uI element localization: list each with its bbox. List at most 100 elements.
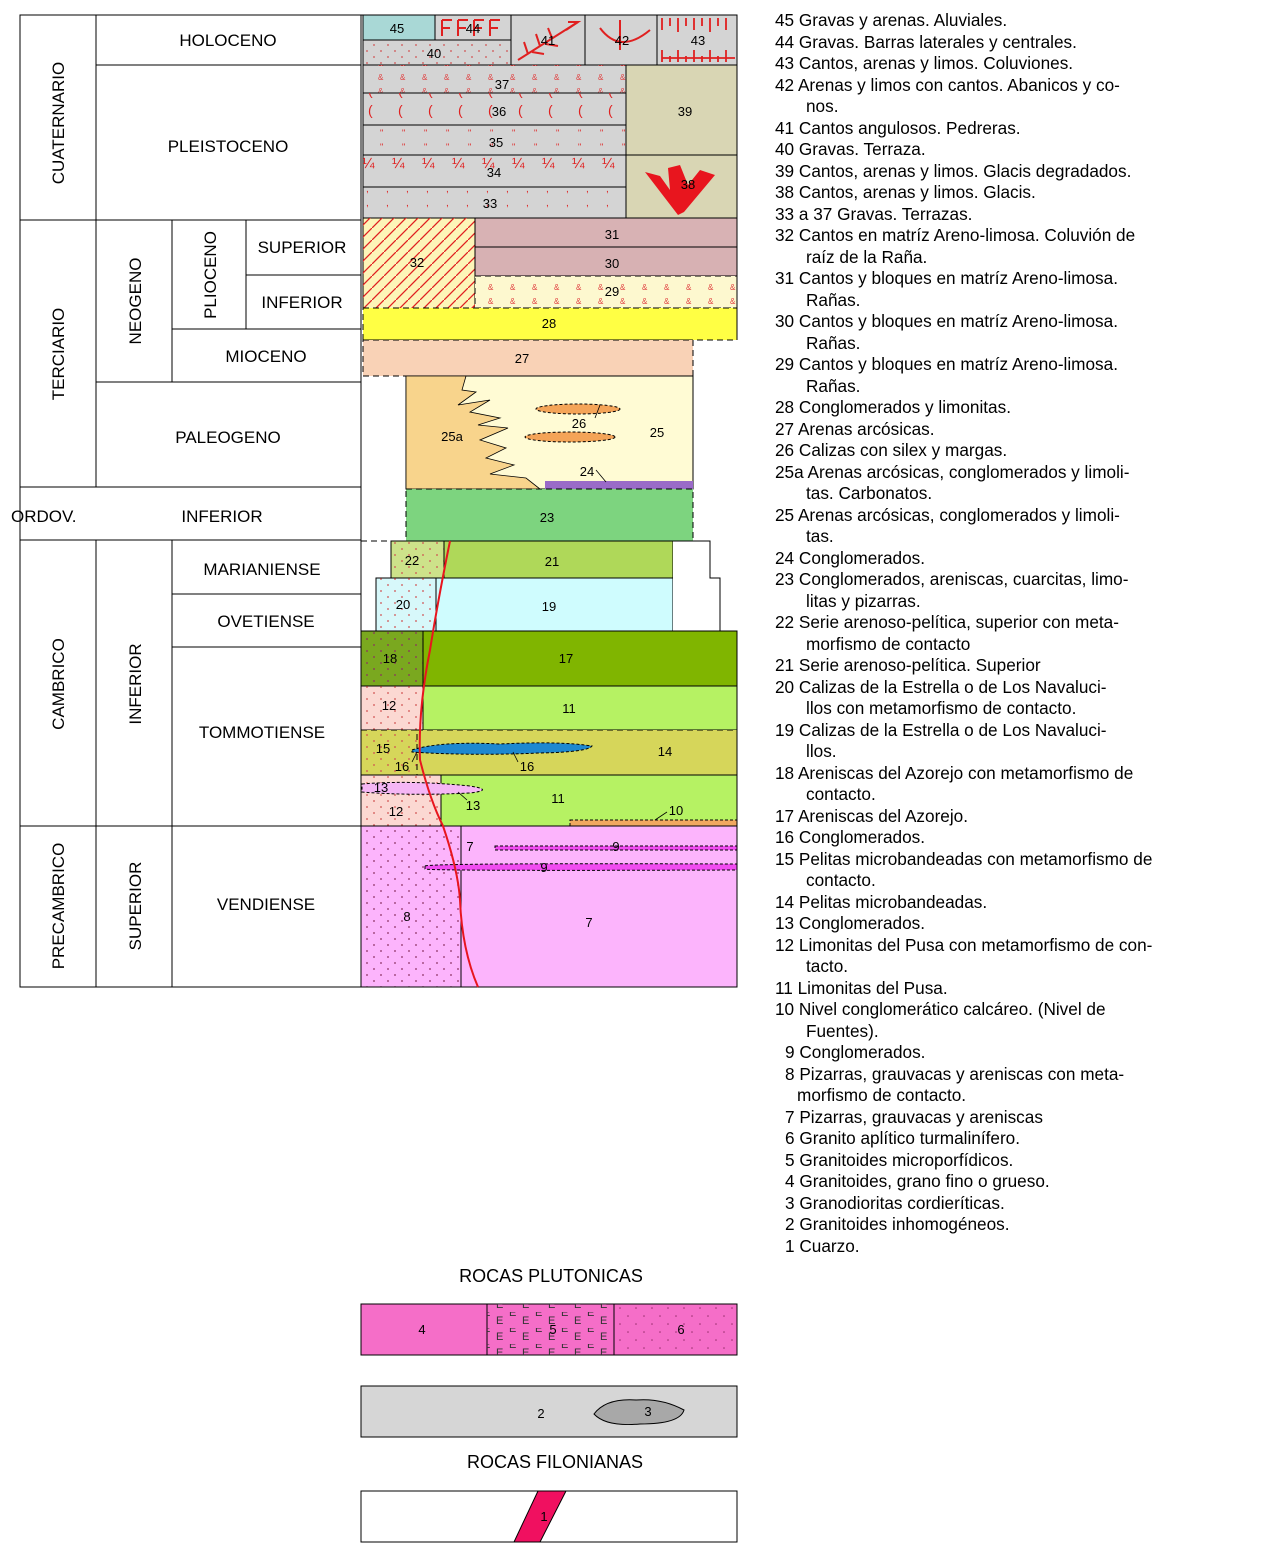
period-ordovicico-inferior: INFERIOR bbox=[181, 507, 262, 526]
legend-item-text: Conglomerados. bbox=[798, 827, 926, 847]
legend-item-text: Gravas y arenas. Aluviales. bbox=[798, 10, 1008, 30]
era-ordovicico: ORDOV. bbox=[11, 507, 77, 526]
legend-item-number: 13 bbox=[775, 913, 795, 933]
legend-item-text: Gravas. Barras laterales y centrales. bbox=[798, 31, 1077, 52]
era-cambrico: CAMBRICO bbox=[49, 638, 68, 730]
legend-item-number: 25 bbox=[775, 504, 795, 525]
legend-item-number: 14 bbox=[775, 891, 795, 912]
legend-item-continuation: llos. bbox=[806, 741, 837, 761]
legend-item: 23 Conglomerados, areniscas, cuarcitas, … bbox=[775, 569, 1265, 591]
legend-item-text: Conglomerados. bbox=[799, 1042, 926, 1062]
legend-item-text: Arenas arcósicas, conglomerados y limoli… bbox=[797, 504, 1120, 525]
legend-item: 17 Areniscas del Azorejo. bbox=[775, 806, 1265, 828]
label-2: 2 bbox=[537, 1406, 544, 1421]
legend-item: 12 Limonitas del Pusa con metamorfismo d… bbox=[775, 935, 1265, 957]
label-16-left: 16 bbox=[395, 759, 409, 774]
legend-item-number: 18 bbox=[775, 762, 795, 783]
label-44: 44 bbox=[466, 21, 480, 36]
period-pleistoceno: PLEISTOCENO bbox=[168, 137, 289, 156]
legend-item-text: Calizas con silex y margas. bbox=[798, 440, 1008, 460]
legend-item: 2 Granitoides inhomogéneos. bbox=[775, 1214, 1265, 1236]
legend-item-text: Conglomerados, areniscas, cuarcitas, lim… bbox=[798, 569, 1129, 589]
legend-item-number: 3 bbox=[785, 1192, 795, 1213]
intrusive-contact-line bbox=[418, 540, 479, 988]
label-11-lower: 11 bbox=[551, 791, 565, 806]
label-25: 25 bbox=[650, 425, 664, 440]
legend-item: 1 Cuarzo. bbox=[775, 1236, 1265, 1258]
unit-11-upper bbox=[422, 685, 738, 731]
legend-item-continuation: contacto. bbox=[806, 870, 876, 890]
legend-item-continuation: morfismo de contacto bbox=[806, 633, 971, 654]
period-neogeno: NEOGENO bbox=[126, 258, 145, 345]
legend-item-number: 9 bbox=[785, 1042, 795, 1062]
legend-item: 45 Gravas y arenas. Aluviales. bbox=[775, 10, 1265, 32]
label-33: 33 bbox=[483, 196, 497, 211]
period-paleogeno: PALEOGENO bbox=[175, 428, 281, 447]
label-13-right: 13 bbox=[466, 798, 480, 813]
legend-item-text: Granitoides, grano fino o grueso. bbox=[799, 1171, 1050, 1191]
label-7-upper: 7 bbox=[466, 839, 473, 854]
unit-17 bbox=[422, 630, 738, 687]
lithology-column bbox=[360, 14, 738, 988]
unit-11-lower bbox=[440, 774, 738, 827]
legend-item-text: Cantos angulosos. Pedreras. bbox=[798, 117, 1021, 138]
legend-item: 15 Pelitas microbandeadas con metamorfis… bbox=[775, 849, 1265, 871]
unit-1 bbox=[513, 1490, 567, 1543]
unit-26-lower bbox=[524, 431, 616, 443]
unit-39 bbox=[625, 64, 738, 156]
legend-item: 39 Cantos, arenas y limos. Glacis degrad… bbox=[775, 161, 1265, 183]
unit-24 bbox=[545, 481, 693, 489]
unit-3 bbox=[593, 1399, 685, 1425]
legend-item-text: Cuarzo. bbox=[799, 1235, 860, 1256]
legend-item-continuation: Rañas. bbox=[806, 375, 861, 396]
legend-item-continuation: Fuentes). bbox=[806, 1020, 879, 1041]
legend-item: 28 Conglomerados y limonitas. bbox=[775, 397, 1265, 419]
legend-item: 32 Cantos en matríz Areno-limosa. Coluvi… bbox=[775, 225, 1265, 247]
legend-item: 20 Calizas de la Estrella o de Los Naval… bbox=[775, 677, 1265, 699]
label-24: 24 bbox=[580, 464, 594, 479]
legend-item: 31 Cantos y bloques en matríz Areno-limo… bbox=[775, 268, 1265, 290]
legend-item-number: 31 bbox=[775, 268, 795, 288]
legend-item-text: Granodioritas cordieríticas. bbox=[799, 1192, 1005, 1213]
legend-item: 8 Pizarras, grauvacas y areniscas con me… bbox=[775, 1064, 1265, 1086]
label-32: 32 bbox=[410, 255, 424, 270]
unit-13 bbox=[361, 781, 483, 795]
legend-item-continuation: contacto. bbox=[806, 784, 876, 804]
period-cambrico-inferior: INFERIOR bbox=[126, 643, 145, 724]
legend-item-text: Granitoides microporfídicos. bbox=[799, 1149, 1014, 1170]
label-26: 26 bbox=[572, 416, 586, 431]
label-30: 30 bbox=[605, 256, 619, 271]
legend-item-number: 21 bbox=[775, 655, 795, 675]
legend-item-text: Arenas arcósicas. bbox=[797, 418, 935, 439]
legend-item-number: 19 bbox=[775, 719, 795, 740]
legend-item-text: Conglomerados. bbox=[798, 547, 926, 568]
legend-item-number: 12 bbox=[775, 934, 795, 955]
label-25a: 25a bbox=[441, 429, 463, 444]
legend-item-text: Granitoides inhomogéneos. bbox=[799, 1214, 1010, 1234]
label-45: 45 bbox=[390, 21, 404, 36]
legend-item-number: 27 bbox=[775, 418, 795, 439]
label-29: 29 bbox=[605, 284, 619, 299]
label-42: 42 bbox=[615, 33, 629, 48]
legend-item-text: Calizas de la Estrella o de Los Navaluci… bbox=[798, 719, 1107, 740]
label-38: 38 bbox=[681, 177, 695, 192]
unit-16 bbox=[411, 742, 593, 755]
label-16-right: 16 bbox=[520, 759, 534, 774]
legend-item-text: Serie arenoso-pelítica, superior con met… bbox=[798, 612, 1119, 632]
legend-item-text: Arenas y limos con cantos. Abanicos y co… bbox=[797, 74, 1120, 95]
label-13-left: 13 bbox=[374, 780, 388, 795]
legend-item: 13 Conglomerados. bbox=[775, 913, 1265, 935]
legend-item: 25a Arenas arcósicas, conglomerados y li… bbox=[775, 462, 1265, 484]
legend-item-text: Cantos en matríz Areno-limosa. Coluvión … bbox=[798, 225, 1136, 245]
legend-item-text: Calizas de la Estrella o de Los Navaluci… bbox=[798, 676, 1107, 697]
legend-item: 21 Serie arenoso-pelítica. Superior bbox=[775, 655, 1265, 677]
legend-item: 16 Conglomerados. bbox=[775, 827, 1265, 849]
legend-item: 18 Areniscas del Azorejo con metamorfism… bbox=[775, 763, 1265, 785]
period-plioceno-inferior: INFERIOR bbox=[261, 293, 342, 312]
legend-item-number: 38 bbox=[775, 182, 795, 202]
label-18: 18 bbox=[383, 651, 397, 666]
label-12-lower: 12 bbox=[389, 804, 403, 819]
legend-item-number: 45 bbox=[775, 10, 795, 30]
glacis-symbol bbox=[645, 165, 715, 215]
